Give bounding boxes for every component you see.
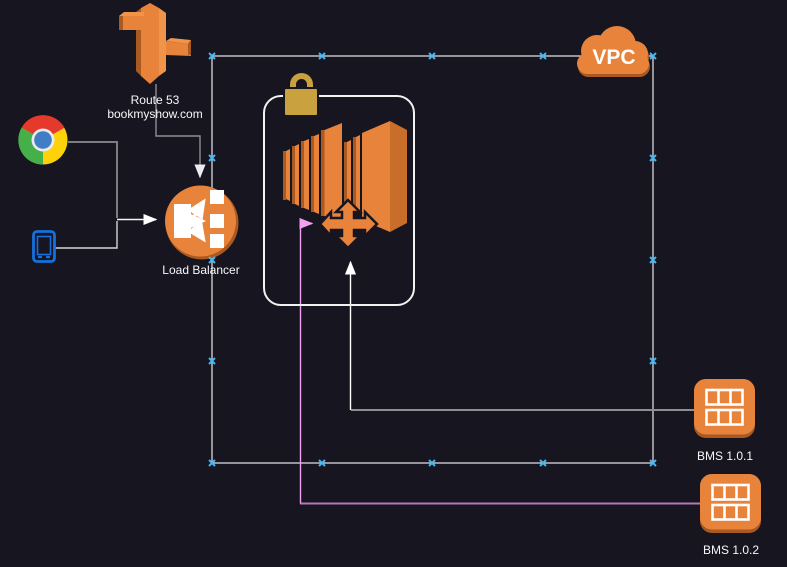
lock-icon [283, 71, 319, 117]
aws-vpc-cloud-icon[interactable]: VPC [577, 26, 650, 77]
elastic-load-balancer-icon[interactable] [165, 185, 239, 260]
bms-102-node[interactable] [700, 474, 761, 533]
autoscaling-container[interactable] [263, 95, 415, 306]
ec2-auto-scaling-icon[interactable] [283, 121, 407, 250]
connectors [54, 84, 700, 505]
edge-bms102-to-autoscaling[interactable] [299, 217, 314, 504]
edge-browser-to-junction[interactable] [68, 141, 118, 218]
smartphone-icon[interactable] [32, 230, 56, 263]
bms-101-node[interactable] [694, 379, 755, 438]
vpc-label: VPC [592, 46, 635, 69]
edge-route53-to-loadbalancer[interactable] [155, 84, 206, 179]
bms-102-label: BMS 1.0.2 [703, 543, 759, 557]
scaling-cross-arrow [318, 198, 379, 250]
load-balancer-label: Load Balancer [162, 263, 239, 277]
route53-signpost-icon[interactable] [119, 3, 191, 84]
route53-title: Route 53 [131, 93, 180, 107]
connection-point-handles[interactable] [208, 52, 657, 467]
edge-mobile-to-junction[interactable] [54, 221, 118, 249]
instances-grid-icon [705, 388, 744, 426]
bms-101-label: BMS 1.0.1 [697, 449, 753, 463]
vpc-boundary-rectangle[interactable] [211, 55, 654, 464]
chrome-logo-icon[interactable] [18, 115, 68, 165]
instances-grid-icon [711, 483, 750, 521]
route53-subtitle: bookmyshow.com [107, 107, 202, 121]
